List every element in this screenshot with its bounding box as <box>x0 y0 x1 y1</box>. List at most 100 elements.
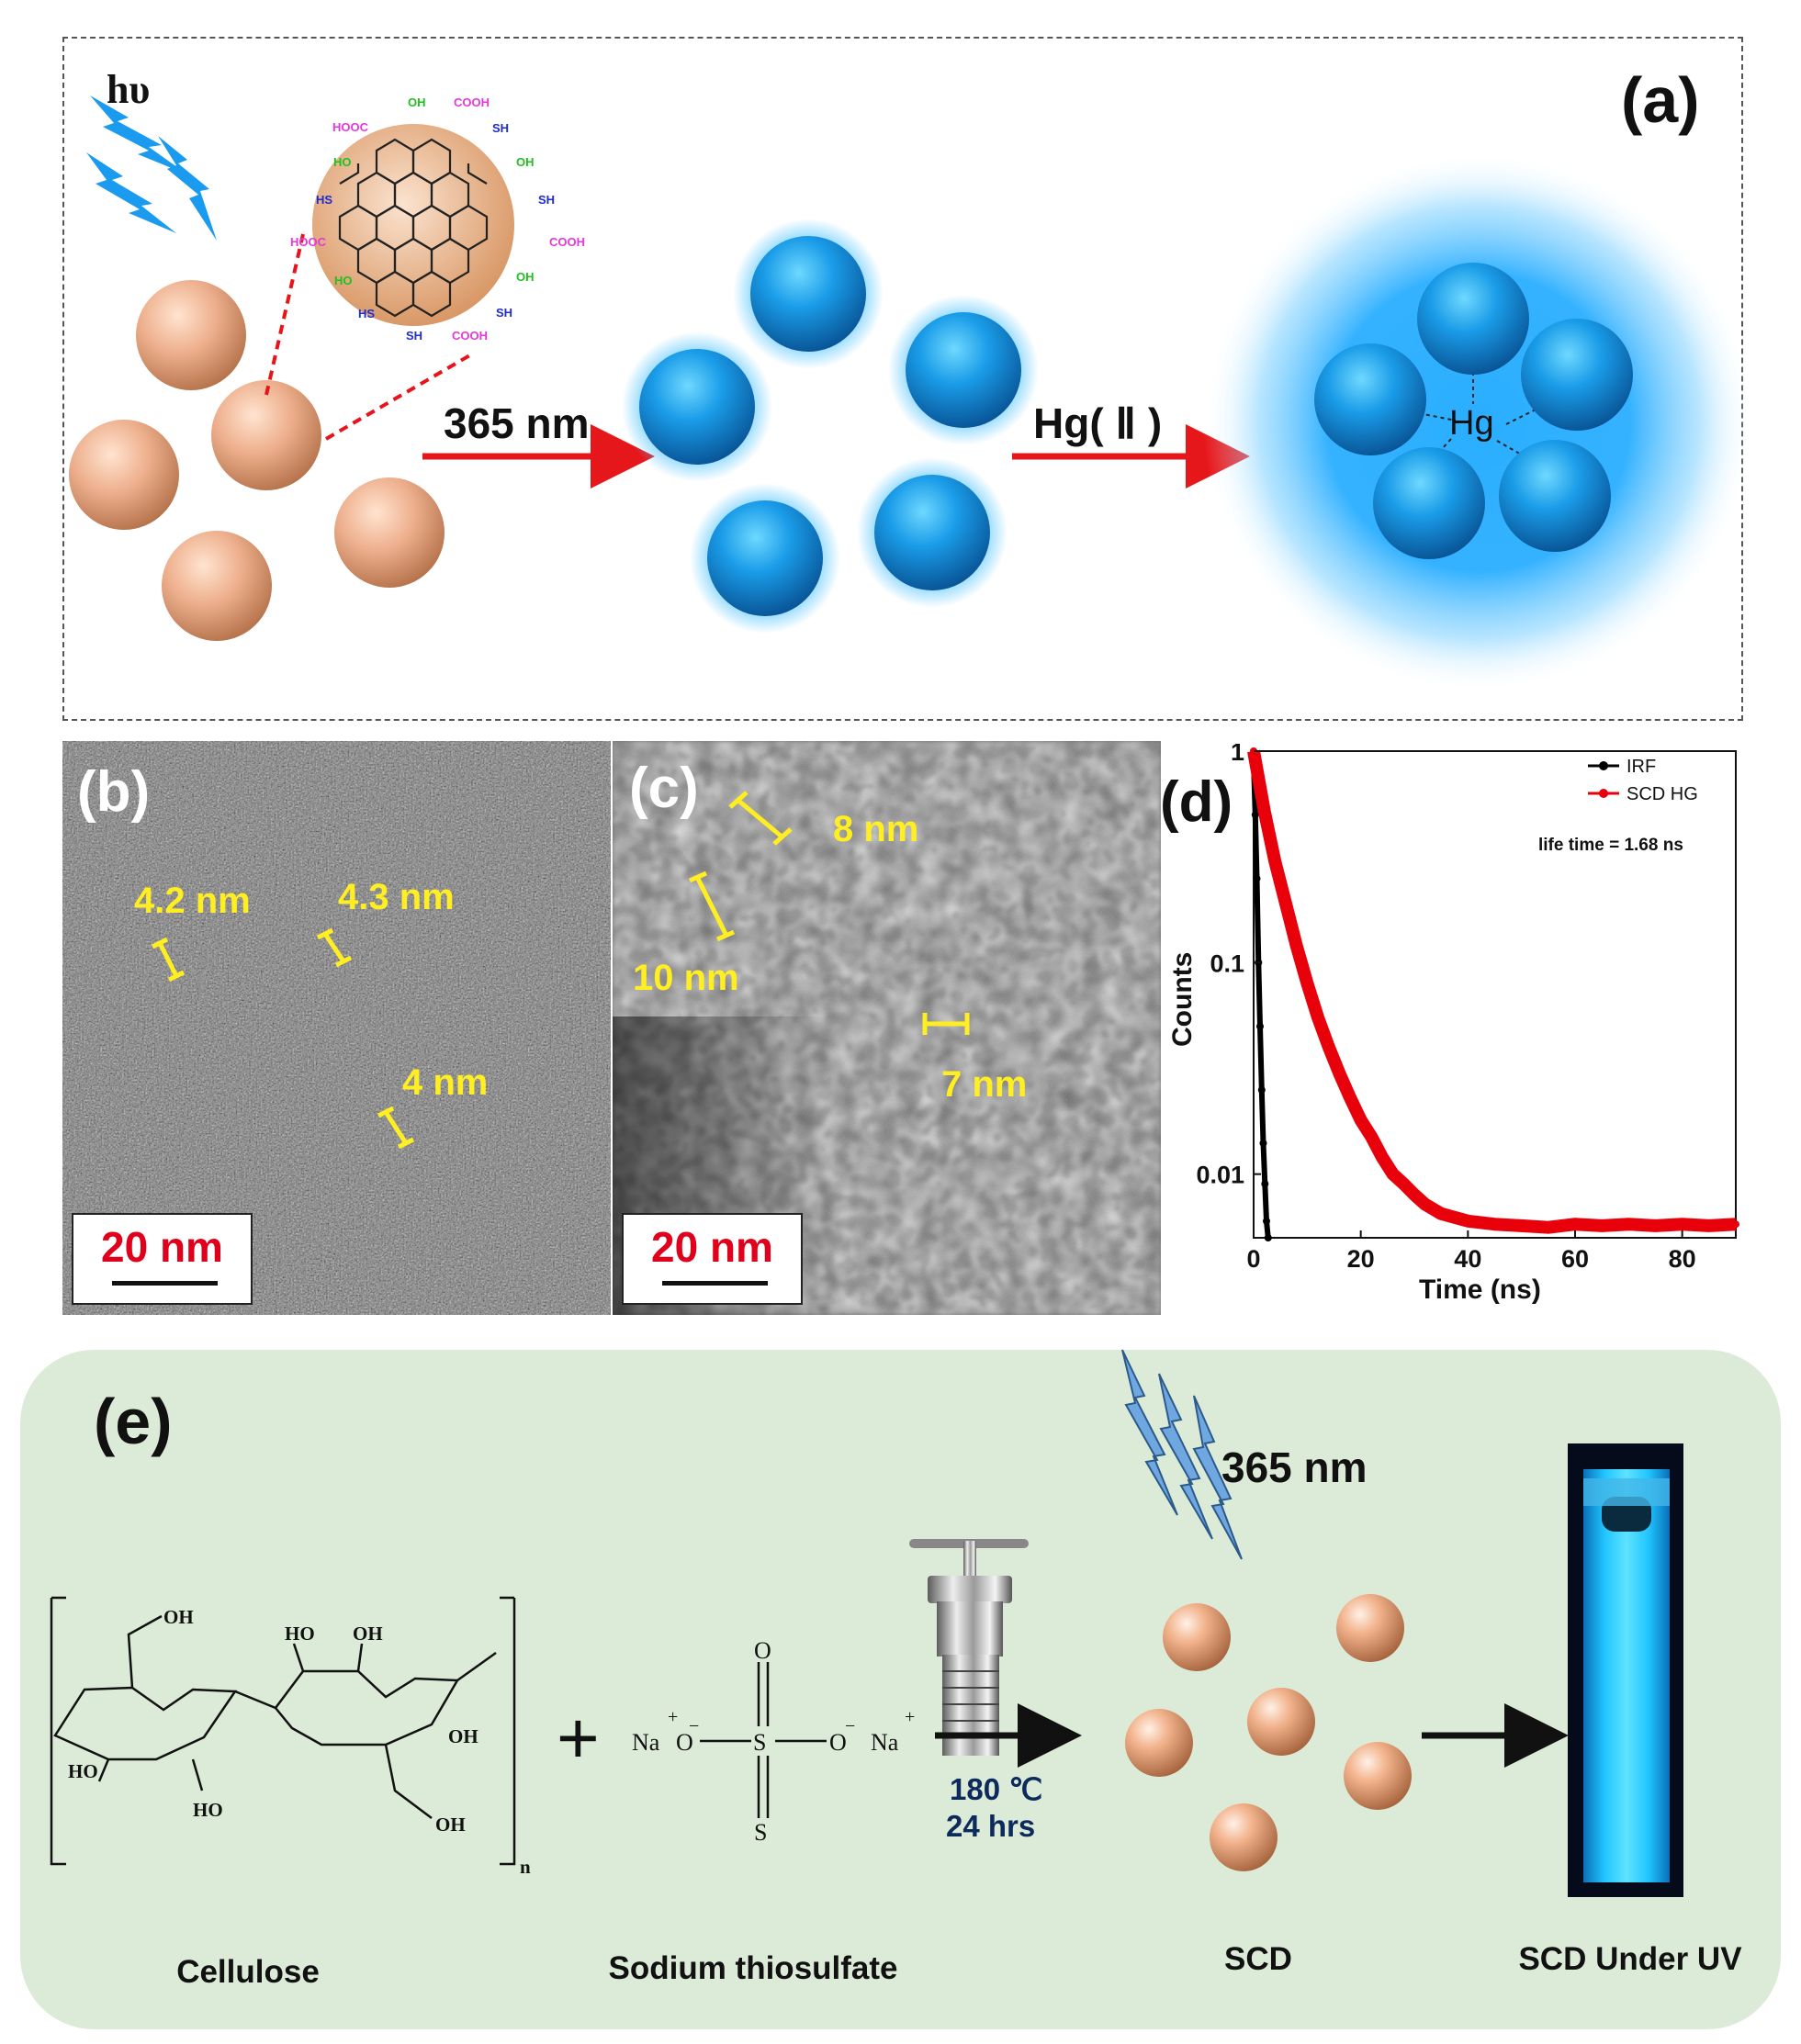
svg-text:OH: OH <box>353 1623 383 1645</box>
data-point <box>1544 1223 1552 1231</box>
svg-text:−: − <box>689 1716 699 1736</box>
tem-texture-b <box>62 741 611 1315</box>
data-point <box>1379 1153 1386 1162</box>
cuvette-photo <box>1568 1443 1683 1897</box>
x-tick-label: 80 <box>1669 1245 1696 1273</box>
series-0 <box>1250 757 1272 1241</box>
data-point <box>1491 1220 1499 1229</box>
light-label-a: hυ <box>107 67 150 112</box>
svg-text:HS: HS <box>316 193 332 207</box>
x-tick-label: 0 <box>1246 1245 1260 1273</box>
svg-text:SH: SH <box>406 329 422 343</box>
svg-text:HO: HO <box>334 274 353 287</box>
data-point <box>1271 858 1279 866</box>
svg-text:COOH: COOH <box>452 329 488 343</box>
data-point <box>1437 1209 1446 1218</box>
x-axis-label: Time (ns) <box>1419 1275 1541 1305</box>
scd-sphere-group <box>1125 1594 1412 1871</box>
data-point <box>1678 1220 1686 1229</box>
data-point <box>1251 811 1259 819</box>
data-point <box>1411 1191 1418 1198</box>
svg-text:OH: OH <box>516 270 535 284</box>
data-point <box>1356 1116 1365 1124</box>
panel-c-label: (c) <box>629 757 699 820</box>
svg-text:O: O <box>754 1637 771 1664</box>
svg-text:HO: HO <box>285 1623 315 1645</box>
lifetime-annotation: life time = 1.68 ns <box>1538 836 1683 855</box>
data-point <box>1368 1133 1376 1141</box>
panel-e-background <box>20 1350 1781 2029</box>
data-point <box>1314 1014 1322 1022</box>
step2-label: Hg( Ⅱ ) <box>1033 399 1162 447</box>
caption-scd: SCD <box>1224 1941 1292 1977</box>
y-tick-label: 0.1 <box>1210 949 1244 977</box>
data-point <box>1400 1180 1408 1188</box>
plot-marks <box>1247 747 1739 1241</box>
data-point <box>1261 1180 1269 1188</box>
svg-text:+: + <box>668 1707 678 1727</box>
data-point <box>1257 1086 1266 1094</box>
scale-bar-text: 20 nm <box>651 1223 773 1271</box>
data-point <box>1651 1221 1660 1230</box>
connector-line <box>265 233 305 396</box>
measure-markers-c <box>688 791 970 1035</box>
y-axis-label: Counts <box>1167 952 1198 1047</box>
svg-text:SH: SH <box>538 193 555 207</box>
svg-text:Na: Na <box>871 1729 899 1756</box>
autoclave-icon <box>909 1539 1029 1756</box>
light-bolt-icon <box>86 95 217 241</box>
data-point <box>1259 1140 1267 1147</box>
condition-temp: 180 ℃ <box>950 1772 1042 1806</box>
svg-text:OH: OH <box>163 1606 194 1628</box>
connector-line <box>324 352 475 441</box>
tem-image-b: (b) 4.2 nm 4.3 nm 4 nm 20 nm <box>62 741 611 1315</box>
tem-image-c: (c) 8 nm 10 nm 7 nm 20 nm <box>613 741 1161 1315</box>
step1-label: 365 nm <box>444 399 590 447</box>
panel-a-diagram: hυ OH <box>69 64 1754 693</box>
svg-text:Na: Na <box>632 1729 660 1756</box>
svg-text:COOH: COOH <box>549 235 585 249</box>
plus-sign: + <box>557 1697 600 1779</box>
data-point <box>1464 1217 1472 1225</box>
data-point <box>1282 900 1289 908</box>
legend-label-irf: IRF <box>1627 757 1656 777</box>
caption-scd-under-uv: SCD Under UV <box>1518 1941 1742 1977</box>
scale-bar-text: 20 nm <box>101 1223 223 1271</box>
tan-sphere-group <box>69 280 445 641</box>
data-point <box>1732 1220 1739 1229</box>
size-annotation: 4.2 nm <box>134 881 251 921</box>
size-annotation: 8 nm <box>833 809 919 849</box>
series-line <box>1247 749 1737 1234</box>
data-point <box>1705 1221 1713 1230</box>
svg-text:HO: HO <box>333 155 352 169</box>
data-point <box>1253 874 1261 882</box>
scale-bar-b: 20 nm <box>72 1213 253 1305</box>
data-point <box>1335 1069 1344 1077</box>
legend-marker-irf <box>1599 761 1608 770</box>
y-tick-label: 1 <box>1231 744 1244 766</box>
x-tick-label: 20 <box>1347 1245 1375 1273</box>
light-label-e: 365 nm <box>1221 1443 1368 1491</box>
panel-e-label: (e) <box>94 1386 173 1457</box>
size-annotation: 4 nm <box>402 1062 489 1103</box>
svg-text:OH: OH <box>408 95 426 109</box>
caption-cellulose: Cellulose <box>176 1954 320 1990</box>
size-annotation: 4.3 nm <box>338 877 455 917</box>
plot-frame <box>1253 750 1737 1239</box>
svg-text:+: + <box>905 1707 915 1727</box>
svg-text:HOOC: HOOC <box>290 235 327 249</box>
hg-cluster: Hg <box>1203 152 1754 693</box>
svg-text:OH: OH <box>448 1725 478 1747</box>
data-point <box>1260 807 1268 815</box>
svg-text:S: S <box>753 1729 766 1756</box>
cellulose-labels: OH HO HO OH HO OH OH n <box>68 1606 531 1878</box>
scale-bar-line <box>112 1281 218 1286</box>
condition-time: 24 hrs <box>946 1809 1035 1843</box>
legend-label-scd: SCD HG <box>1627 784 1698 804</box>
cellulose-structure <box>50 1596 516 1866</box>
series-1 <box>1247 747 1739 1234</box>
svg-text:O: O <box>829 1729 847 1756</box>
data-point <box>1256 1022 1264 1030</box>
uv-bolt-icon <box>1121 1349 1243 1560</box>
